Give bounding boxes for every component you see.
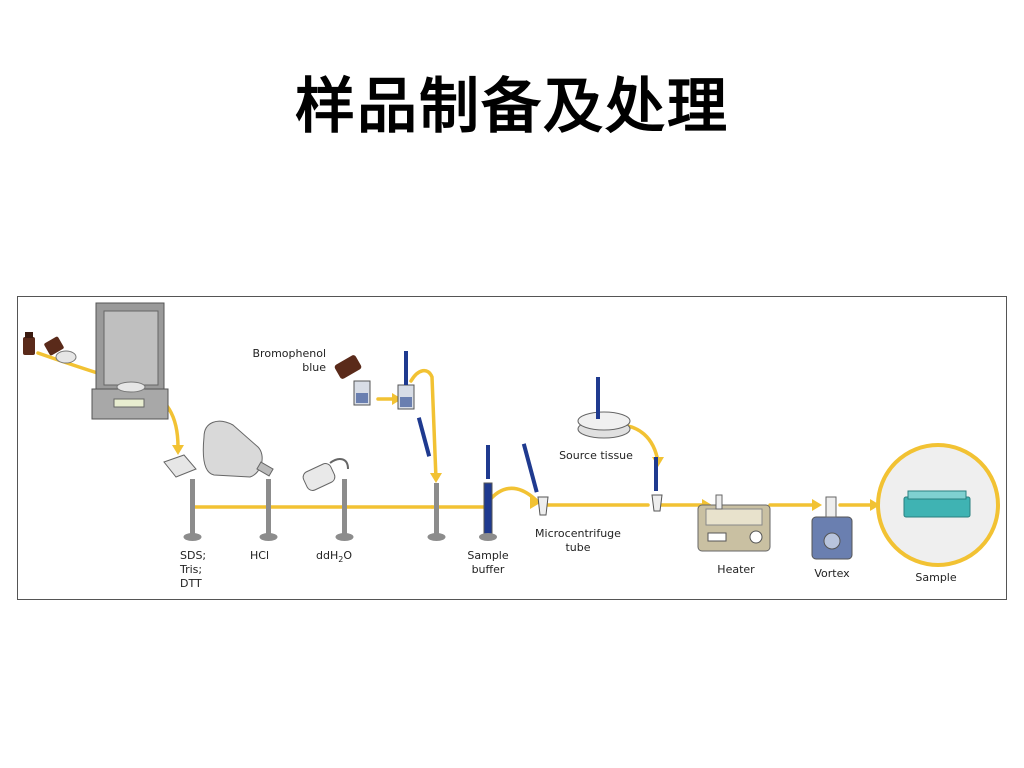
workflow-diagram: Bromophenol blue SDS; Tris; DTT HCl ddH2… <box>17 296 1007 600</box>
label-tris: Tris; <box>179 563 202 576</box>
weigh-funnel-stand <box>163 454 202 541</box>
arrowhead-down-weigh <box>172 445 184 455</box>
workflow-svg: Bromophenol blue SDS; Tris; DTT HCl ddH2… <box>23 302 1000 590</box>
flow-arrowheads <box>172 393 880 511</box>
ddh2o-bottle <box>302 458 354 541</box>
microcentrifuge-tube <box>521 443 549 516</box>
label-blue: blue <box>302 361 326 374</box>
label-ddh2o: ddH2O <box>316 549 352 564</box>
reagent-bottles <box>23 332 77 364</box>
arrowhead-to-cylinder <box>430 473 442 483</box>
slide-title: 样品制备及处理 <box>295 72 729 142</box>
hcl-bottle <box>202 420 278 541</box>
label-bromophenol: Bromophenol <box>253 347 326 360</box>
label-sample: Sample <box>915 571 956 584</box>
label-vortex: Vortex <box>814 567 850 580</box>
vortex-mixer <box>811 496 853 560</box>
label-microcentrifuge-2: tube <box>565 541 590 554</box>
bromophenol-setup <box>334 351 415 410</box>
label-dtt: DTT <box>180 577 202 590</box>
arrowhead-to-beaker <box>392 393 402 405</box>
sample-buffer-column <box>479 445 497 541</box>
source-tissue-dish <box>577 377 663 512</box>
label-heater: Heater <box>717 563 755 576</box>
arrowhead-to-sample <box>870 499 880 511</box>
label-sample-buffer-2: buffer <box>472 563 505 576</box>
pipette-cylinder <box>416 417 446 541</box>
analytical-balance <box>91 302 169 420</box>
label-hcl: HCl <box>250 549 269 562</box>
diagram-labels: Bromophenol blue SDS; Tris; DTT HCl ddH2… <box>179 347 957 590</box>
label-sample-buffer-1: Sample <box>467 549 508 562</box>
label-source-tissue: Source tissue <box>559 449 633 462</box>
sample-zoom <box>876 443 1000 567</box>
flow-beaker-to-cylinder <box>409 368 438 481</box>
heater-block <box>697 494 771 552</box>
arrowhead-to-microtube <box>530 497 540 509</box>
label-microcentrifuge-1: Microcentrifuge <box>535 527 621 540</box>
label-sds: SDS; <box>180 549 206 562</box>
flow-buffer-to-tube <box>486 486 540 504</box>
arrowhead-to-vortex <box>812 499 822 511</box>
